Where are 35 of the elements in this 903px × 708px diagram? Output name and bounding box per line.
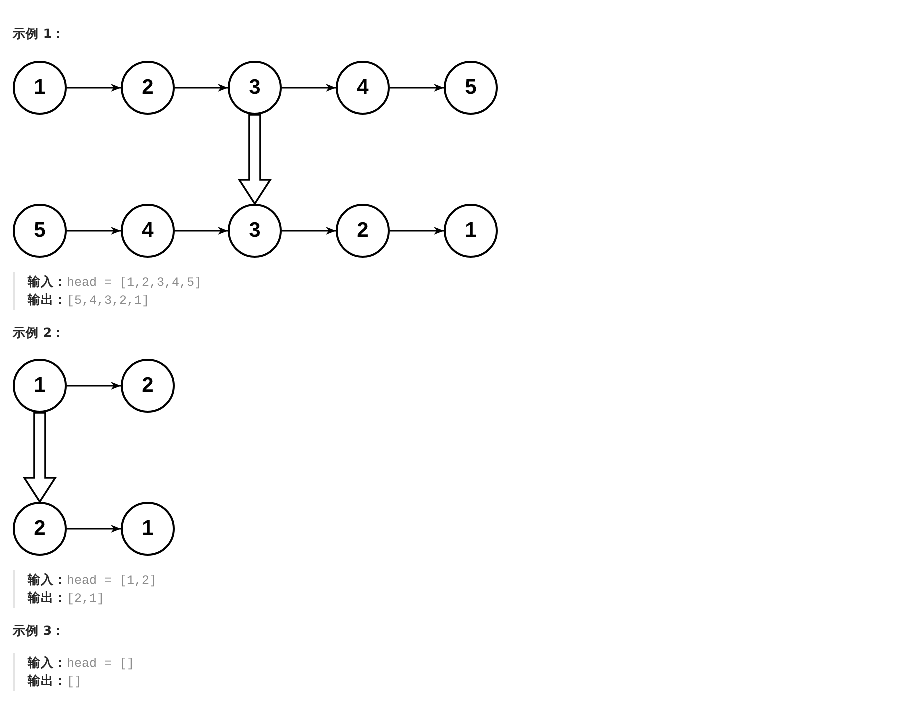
- arrow: [282, 227, 336, 235]
- list-node: 2: [13, 502, 67, 556]
- example-heading: 示例 3：: [13, 623, 66, 639]
- list-node: 4: [336, 61, 390, 115]
- example-heading: 示例 1：: [13, 26, 66, 42]
- output-line: 输出：[5,4,3,2,1]: [28, 292, 150, 309]
- arrow: [175, 227, 228, 235]
- hollow-arrow: [22, 412, 58, 504]
- list-node: 4: [121, 204, 175, 258]
- output-line: 输出：[2,1]: [28, 590, 105, 607]
- list-node: 3: [228, 61, 282, 115]
- arrow: [67, 84, 121, 92]
- list-node: 5: [13, 204, 67, 258]
- list-node: 3: [228, 204, 282, 258]
- output-line: 输出：[]: [28, 673, 82, 690]
- list-node: 1: [13, 61, 67, 115]
- input-line: 输入：head = [1,2]: [28, 572, 158, 589]
- input-line: 输入：head = [1,2,3,4,5]: [28, 274, 202, 291]
- list-node: 1: [121, 502, 175, 556]
- hollow-arrow: [238, 114, 272, 206]
- list-node: 2: [121, 61, 175, 115]
- arrow: [67, 227, 121, 235]
- example-heading: 示例 2：: [13, 325, 66, 341]
- list-node: 5: [444, 61, 498, 115]
- list-node: 2: [121, 359, 175, 413]
- arrow: [67, 525, 121, 533]
- list-node: 1: [444, 204, 498, 258]
- list-node: 2: [336, 204, 390, 258]
- arrow: [282, 84, 336, 92]
- input-line: 输入：head = []: [28, 655, 135, 672]
- arrow: [67, 382, 121, 390]
- arrow: [175, 84, 228, 92]
- arrow: [390, 84, 444, 92]
- arrow: [390, 227, 444, 235]
- list-node: 1: [13, 359, 67, 413]
